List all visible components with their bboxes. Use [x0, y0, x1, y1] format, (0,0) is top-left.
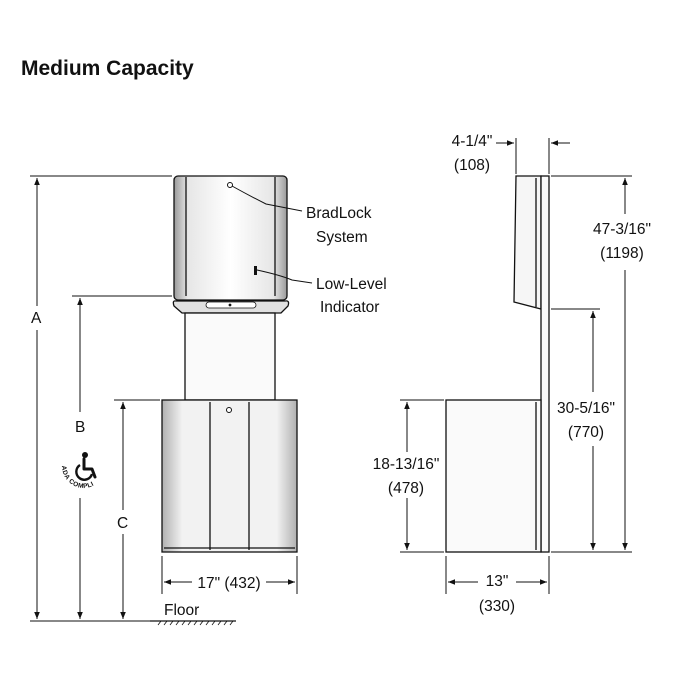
- dim-height-total: 47-3/16": [593, 221, 651, 238]
- dim-height-total-mm: (1198): [600, 245, 644, 262]
- dim-b-label: B: [75, 419, 85, 436]
- dim-depth-top-mm: (108): [454, 157, 490, 174]
- dim-height-base-mm: (478): [388, 480, 424, 497]
- dim-depth-top: 4-1/4": [452, 133, 493, 150]
- ada-badge: ADA COMPLIANT: [60, 452, 97, 490]
- page-title: Medium Capacity: [21, 57, 194, 80]
- cabinet-lock: [226, 407, 232, 413]
- low-level-leader: [256, 269, 313, 284]
- bradlock-leader: [231, 185, 303, 212]
- column: [184, 312, 276, 401]
- dim-width-label: 17" (432): [197, 575, 260, 592]
- dim-height-mid-mm: (770): [568, 424, 604, 441]
- floor-label: Floor: [164, 602, 199, 619]
- bradlock-label-line2: System: [316, 229, 368, 246]
- dim-depth-base-mm: (330): [479, 598, 515, 615]
- low-level-indicator: [254, 266, 257, 275]
- low-level-label-line2: Indicator: [320, 299, 379, 316]
- low-level-label-line1: Low-Level: [316, 276, 387, 293]
- bradlock-label-line1: BradLock: [306, 205, 372, 222]
- upper-housing: [173, 175, 288, 301]
- side-back-panel: [540, 175, 550, 553]
- waste-cabinet: [161, 399, 298, 553]
- side-upper-housing: [513, 175, 542, 310]
- side-cabinet: [445, 399, 542, 553]
- dim-c-label: C: [117, 515, 128, 532]
- dim-depth-base: 13": [486, 573, 509, 590]
- front-view: Floor A B ADA COMPLIANT C: [30, 175, 387, 626]
- bradlock-keyhole: [227, 182, 233, 188]
- dim-a-label: A: [31, 310, 42, 327]
- wheelchair-icon: [75, 452, 97, 481]
- dim-height-base: 18-13/16": [373, 456, 440, 473]
- side-view: 4-1/4" (108) 47-3/16" (1198) 30-5/16" (7…: [373, 133, 651, 615]
- dim-height-mid: 30-5/16": [557, 400, 615, 417]
